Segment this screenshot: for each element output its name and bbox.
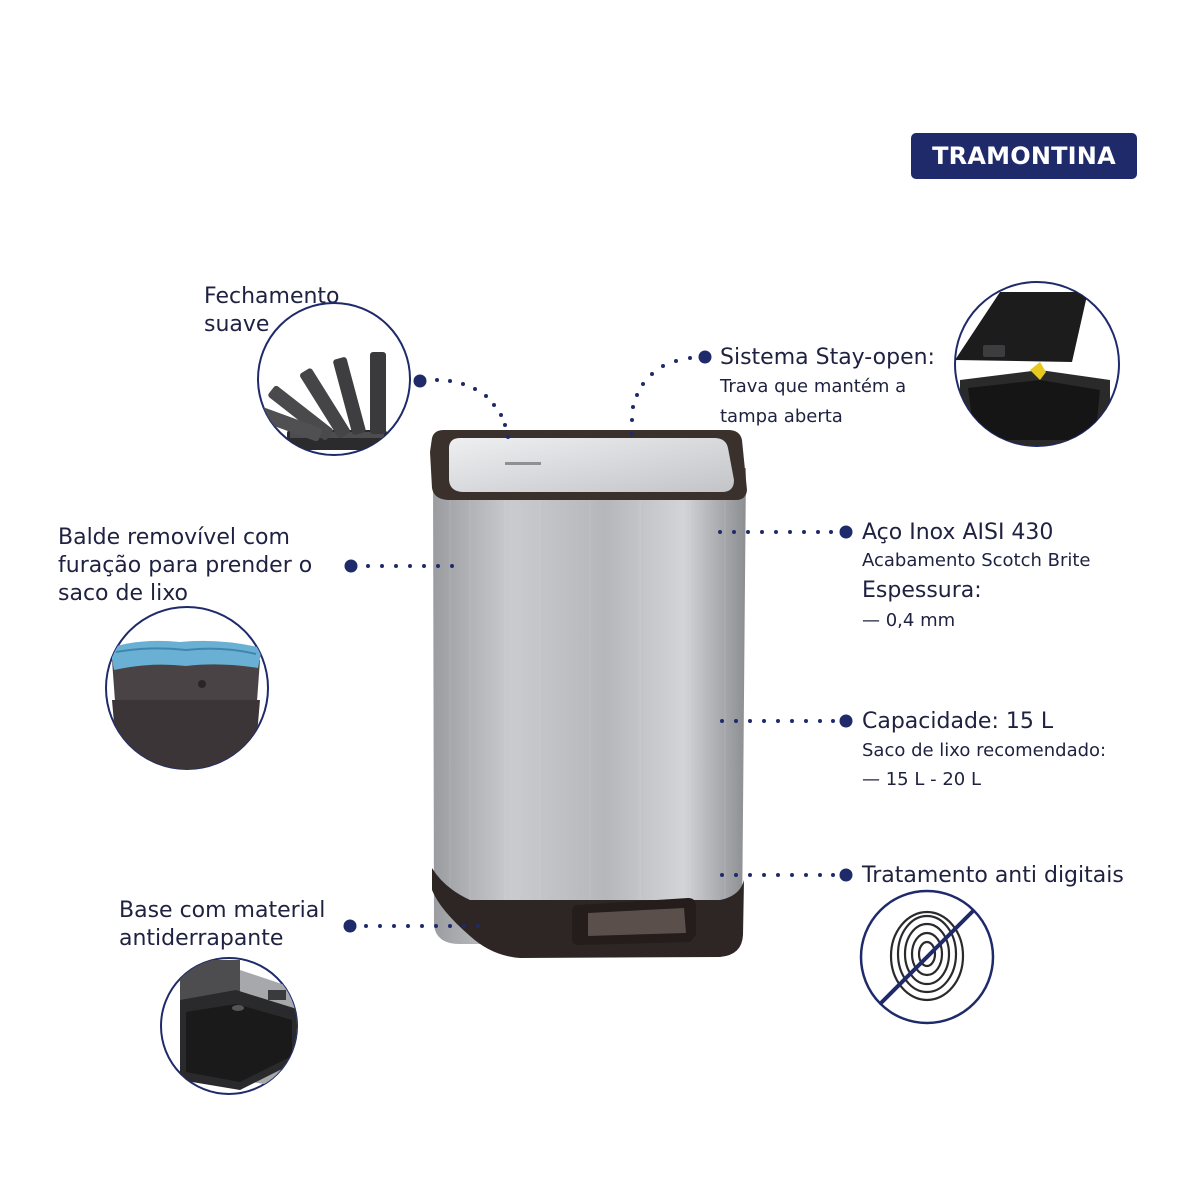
stay-open-title: Sistema Stay-open:	[720, 345, 935, 370]
leader-dot-stay-open	[698, 350, 712, 364]
steel-title: Aço Inox AISI 430	[862, 520, 1054, 545]
leader-dot-base	[343, 919, 357, 933]
can-lid	[449, 438, 734, 492]
leader-dot-anti-fingerprint	[839, 868, 853, 882]
base-label: Base com material antiderrapante	[119, 898, 326, 951]
capacity-label: Capacidade: 15 L Saco de lixo recomendad…	[862, 708, 1106, 794]
brushed-texture	[449, 480, 726, 920]
stay-open-desc-2: tampa aberta	[720, 406, 843, 427]
leader-dot-soft-close	[413, 374, 427, 388]
steel-finish: Acabamento Scotch Brite	[862, 550, 1091, 571]
pedal-top	[588, 908, 686, 936]
lid-logo	[505, 462, 541, 465]
capacity-title: Capacidade: 15 L	[862, 709, 1054, 734]
leader-lines	[343, 350, 853, 933]
removable-bucket-icon	[105, 606, 269, 770]
can-body	[433, 468, 746, 944]
brand-logo: TRAMONTINA	[911, 133, 1137, 179]
steel-label: Aço Inox AISI 430 Acabamento Scotch Brit…	[862, 519, 1091, 637]
leader-dot-bucket	[344, 559, 358, 573]
brand-name: TRAMONTINA	[932, 142, 1116, 170]
trash-can	[430, 430, 747, 958]
steel-thickness-value: — 0,4 mm	[862, 610, 956, 631]
fingerprint-whorl	[889, 910, 965, 1002]
anti-fingerprint-label: Tratamento anti digitais	[862, 863, 1124, 888]
leader-dot-steel	[839, 525, 853, 539]
non-slip-base-icon	[160, 957, 298, 1095]
no-fingerprint-icon	[859, 889, 995, 1025]
capacity-bag-value: — 15 L - 20 L	[862, 769, 981, 790]
stay-open-desc-1: Trava que mantém a	[720, 376, 907, 397]
bucket-label: Balde removível com furação para prender…	[58, 525, 313, 606]
leader-dot-capacity	[839, 714, 853, 728]
lid-closing-sequence-icon	[257, 302, 411, 456]
stay-open-lock-icon	[954, 281, 1120, 447]
stay-open-label: Sistema Stay-open: Trava que mantém a ta…	[720, 344, 935, 432]
steel-thickness-label: Espessura:	[862, 578, 982, 603]
capacity-bag-label: Saco de lixo recomendado:	[862, 740, 1107, 761]
